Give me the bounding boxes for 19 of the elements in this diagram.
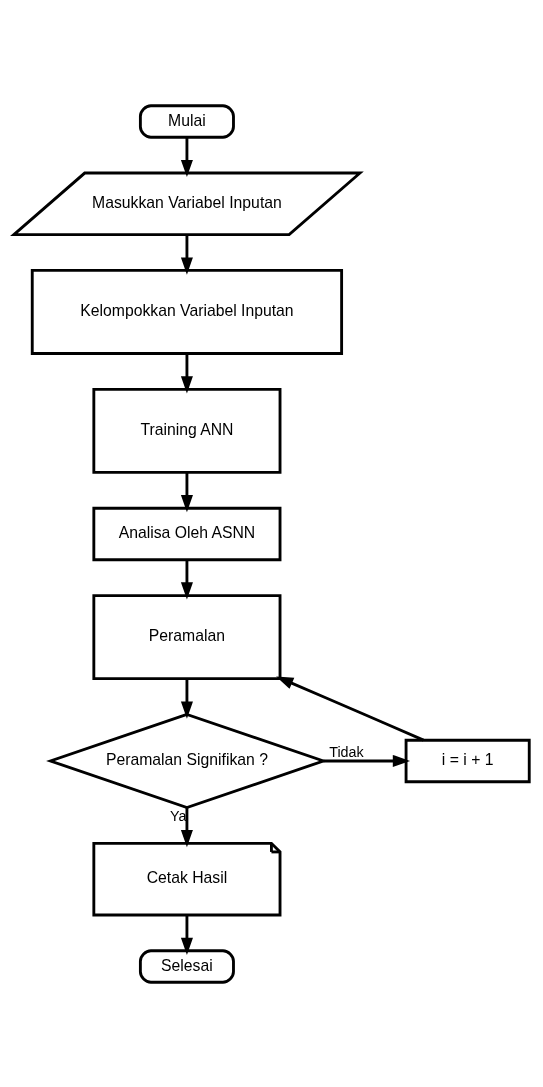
node-box: i = i + 1 (404, 738, 531, 783)
node-box: Analisa Oleh ASNN (92, 506, 282, 561)
arrow (180, 678, 193, 719)
arrow (180, 807, 193, 847)
node-box: Mulai (138, 103, 235, 139)
arrow (180, 137, 193, 177)
node-box: Training ANN (92, 387, 282, 474)
edge-label: Ya (170, 807, 187, 824)
arrow (276, 675, 425, 741)
arrow (323, 754, 411, 767)
arrow (180, 234, 193, 275)
node-box: Kelompokkan Variabel Inputan (30, 268, 344, 355)
node-box: Selesai (138, 948, 235, 984)
arrow (180, 353, 193, 393)
arrow (180, 914, 193, 955)
edge-label: Tidak (329, 743, 364, 760)
arrow (180, 472, 193, 512)
node-box: Peramalan (92, 593, 282, 680)
arrow (180, 559, 193, 599)
